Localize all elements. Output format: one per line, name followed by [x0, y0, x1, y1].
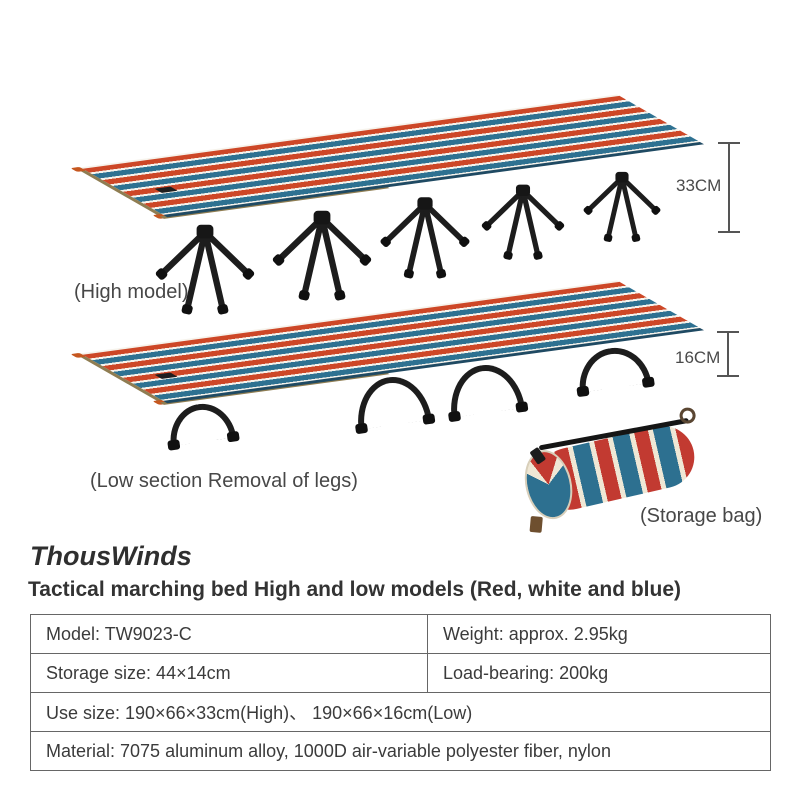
brand-tag	[154, 186, 178, 193]
low-model-caption: (Low section Removal of legs)	[90, 470, 358, 492]
storage-bag-caption: (Storage bag)	[640, 505, 763, 527]
dimension-cap-bottom	[717, 375, 739, 377]
dimension-line	[728, 143, 730, 231]
arch-leg	[445, 360, 525, 418]
spec-table: Model: TW9023-C Weight: approx. 2.95kg S…	[30, 614, 771, 771]
brand-name: ThousWinds	[30, 541, 192, 571]
leg-hub	[615, 171, 629, 183]
leg-hub	[417, 197, 433, 210]
height-label-low: 16CM	[675, 348, 721, 367]
side-rail	[159, 371, 390, 405]
high-cot-fabric	[70, 95, 701, 219]
corner-cap	[70, 352, 87, 358]
brand-tag	[154, 372, 178, 379]
spec-cell-load-bearing: Load-bearing: 200kg	[427, 653, 771, 693]
spec-cell-material: Material: 7075 aluminum alloy, 1000D air…	[30, 731, 771, 771]
spec-cell-weight: Weight: approx. 2.95kg	[427, 614, 771, 654]
high-model-caption: (High model)	[74, 281, 189, 303]
leather-tag	[529, 515, 543, 533]
arch-leg	[574, 343, 652, 393]
table-row: Storage size: 44×14cm Load-bearing: 200k…	[30, 653, 771, 693]
dimension-cap-bottom	[718, 231, 740, 233]
dimension-line	[727, 332, 729, 376]
arch-leg	[165, 399, 237, 447]
table-row: Model: TW9023-C Weight: approx. 2.95kg	[30, 614, 771, 654]
spec-cell-use-size: Use size: 190×66×33cm(High)、 190×66×16cm…	[30, 692, 771, 732]
height-label-high: 33CM	[676, 176, 722, 195]
leg-hub	[313, 210, 331, 225]
arch-leg	[352, 372, 432, 430]
leg-hub	[515, 184, 531, 197]
leg-hub	[196, 224, 214, 239]
side-rail	[159, 185, 390, 219]
table-row: Use size: 190×66×33cm(High)、 190×66×16cm…	[30, 692, 771, 732]
corner-cap	[70, 166, 87, 172]
spec-cell-model: Model: TW9023-C	[30, 614, 428, 654]
spec-cell-storage-size: Storage size: 44×14cm	[30, 653, 428, 693]
table-row: Material: 7075 aluminum alloy, 1000D air…	[30, 731, 771, 771]
product-title: Tactical marching bed High and low model…	[28, 578, 682, 601]
